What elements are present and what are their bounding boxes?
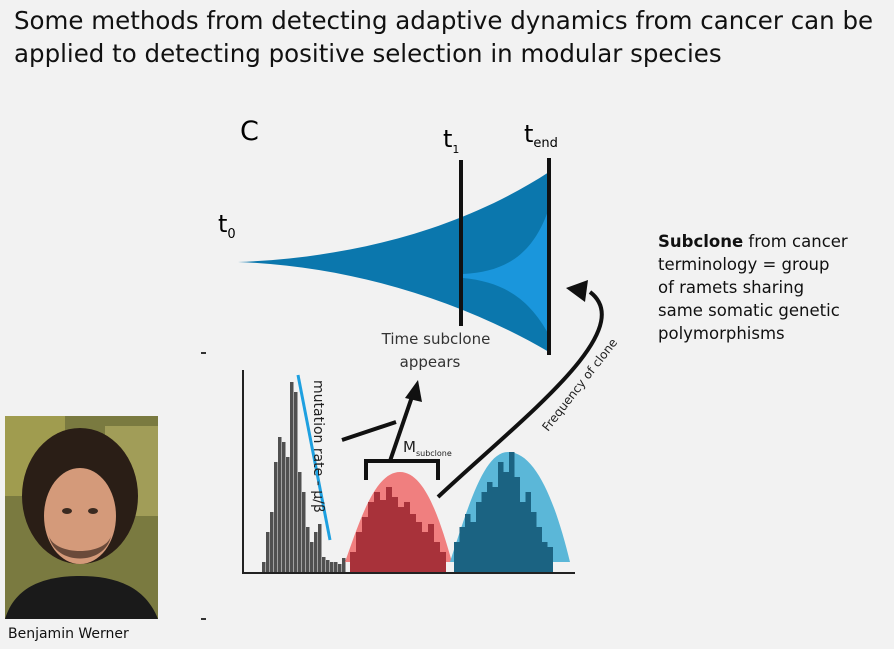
clone-bar: [536, 527, 542, 572]
clone-bar: [492, 487, 498, 572]
neutral-bar: [270, 512, 274, 572]
clone-bar: [470, 522, 476, 572]
neutral-bar: [274, 462, 278, 572]
subclone-bar: [428, 524, 434, 572]
mutation-rate-label: mutation rate - μ/β: [310, 380, 326, 513]
clone-fan: [238, 172, 549, 352]
neutral-bar: [306, 527, 310, 572]
clone-bar: [465, 514, 471, 572]
neutral-bar: [334, 562, 338, 572]
note-line: polymorphisms: [658, 324, 785, 343]
t1-label: t1: [443, 125, 459, 156]
time-subclone-label-2: appears: [400, 353, 461, 371]
note-line: same somatic genetic: [658, 301, 840, 320]
clone-bar: [481, 492, 487, 572]
arrowhead-icon: [566, 280, 588, 302]
neutral-bar: [266, 532, 270, 572]
subclone-bar: [362, 517, 368, 572]
note-bold-term: Subclone: [658, 232, 744, 251]
clone-bar: [520, 502, 526, 572]
panel-label: C: [240, 116, 259, 147]
time-arrow-shaft: [341, 387, 417, 462]
clone-bar: [487, 482, 493, 572]
subclone-bar: [434, 542, 440, 572]
neutral-bar: [314, 532, 318, 572]
clone-bar: [503, 472, 509, 572]
clone-bar: [509, 452, 515, 572]
neutral-bar: [318, 524, 322, 572]
subclone-region: [463, 208, 549, 335]
subclone-note: Subclone from cancer terminology = group…: [658, 230, 848, 345]
m-subclone-label: Msubclone: [403, 438, 452, 458]
subclone-bar: [392, 497, 398, 572]
neutral-bar: [338, 564, 342, 572]
neutral-bar: [290, 382, 294, 572]
speaker-video: [5, 416, 158, 619]
note-line: terminology = group: [658, 255, 830, 274]
axis-tick: [201, 618, 206, 620]
clone-bar: [476, 502, 482, 572]
subclone-bar: [350, 552, 356, 572]
subclone-bar: [410, 514, 416, 572]
subclone-bar: [416, 522, 422, 572]
speaker-portrait: [5, 416, 158, 619]
axis-tick: [201, 352, 206, 354]
clone-bar: [542, 542, 548, 572]
neutral-bar: [322, 557, 326, 572]
subclone-bar: [422, 532, 428, 572]
subclone-bar: [380, 500, 386, 572]
clone-bar: [514, 477, 520, 572]
clone-bar: [498, 462, 504, 572]
neutral-bar: [302, 492, 306, 572]
neutral-bar: [282, 442, 286, 572]
mutation-rate-line: [296, 374, 332, 541]
clone-bar: [547, 547, 553, 572]
neutral-bar: [342, 558, 346, 572]
neutral-bar: [262, 562, 266, 572]
clone-bar: [525, 492, 531, 572]
neutral-bar: [330, 562, 334, 572]
subclone-bar: [374, 492, 380, 572]
neutral-bar: [326, 560, 330, 572]
frequency-arrow-shaft: [436, 290, 604, 499]
m-subclone-bracket: [364, 459, 440, 480]
clone-bar: [459, 527, 465, 572]
subclone-bar: [356, 532, 362, 572]
subclone-bar: [386, 487, 392, 572]
frequency-label: Frequency of clone: [539, 336, 620, 434]
note-line: of ramets sharing: [658, 278, 805, 297]
subclone-bar: [368, 502, 374, 572]
neutral-bar: [294, 392, 298, 572]
tend-label: tend: [524, 120, 558, 151]
subclone-bar: [440, 552, 446, 572]
t0-label: t0: [218, 210, 236, 242]
speaker-name: Benjamin Werner: [8, 626, 129, 642]
clone-bar: [454, 542, 460, 572]
arrowhead-icon: [405, 380, 422, 402]
neutral-bar: [298, 472, 302, 572]
histogram: [262, 382, 570, 572]
neutral-bar: [310, 542, 314, 572]
subclone-bar: [398, 507, 404, 572]
subclone-bar: [404, 502, 410, 572]
note-line: from cancer: [748, 232, 848, 251]
slide-title: Some methods from detecting adaptive dyn…: [14, 6, 874, 68]
neutral-bar: [286, 457, 290, 572]
clone-bar: [531, 512, 537, 572]
neutral-bar: [278, 437, 282, 572]
time-subclone-label-1: Time subclone: [381, 330, 491, 348]
